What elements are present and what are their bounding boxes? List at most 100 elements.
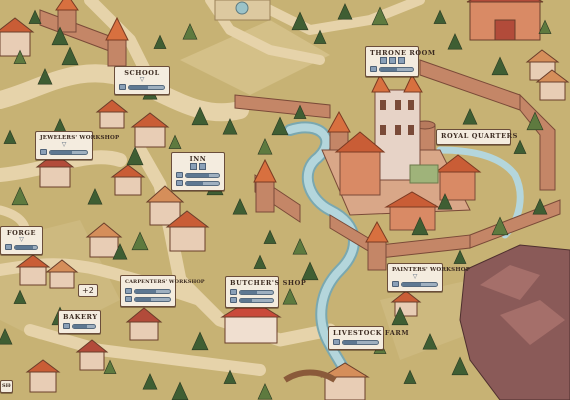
tree <box>257 383 273 400</box>
tree <box>437 193 453 210</box>
production-fill <box>15 245 33 249</box>
production-fill <box>129 85 149 89</box>
building-label-shop[interactable]: SHOP <box>0 380 13 393</box>
tree <box>223 369 237 384</box>
tree <box>13 289 27 304</box>
building-label-school[interactable]: SCHOOL ▽ <box>114 66 170 95</box>
tree <box>182 23 198 40</box>
tree <box>293 104 307 119</box>
tree <box>451 356 469 376</box>
fountain <box>214 0 271 21</box>
tree <box>422 333 438 350</box>
plus-badge[interactable]: +2 <box>78 284 98 297</box>
production-fill <box>240 298 252 302</box>
building-title: BUTCHER'S SHOP <box>230 279 307 287</box>
tree <box>538 19 552 34</box>
level-icon <box>125 288 132 294</box>
tree <box>271 116 289 136</box>
tree <box>126 146 144 166</box>
tree <box>103 359 117 374</box>
production-bar <box>185 172 220 178</box>
tree <box>3 129 17 144</box>
building-title: SCHOOL <box>124 69 160 77</box>
tree <box>491 216 509 236</box>
tree <box>87 188 103 205</box>
tree <box>462 108 478 125</box>
chevron-down-icon: ▽ <box>139 76 145 83</box>
tree <box>168 134 182 149</box>
worker-slot-icon <box>388 57 396 64</box>
production-bar <box>239 289 274 295</box>
building-title: CARPENTERS' WORKSHOP <box>125 279 205 285</box>
tree <box>51 26 69 46</box>
chevron-down-icon: ▽ <box>412 273 418 280</box>
level-icon <box>40 149 47 155</box>
building-label-bakery[interactable]: BAKERY <box>58 310 101 334</box>
building-label-butchers-shop[interactable]: BUTCHER'S SHOP <box>225 276 307 308</box>
building-title: INN <box>189 155 207 163</box>
building-label-inn[interactable]: INN <box>171 152 225 191</box>
tree <box>253 254 267 269</box>
production-bar <box>239 297 274 303</box>
tree <box>513 139 527 154</box>
production-bar <box>185 180 220 186</box>
level-icon <box>119 84 126 90</box>
level-icon <box>5 244 12 250</box>
level-icon <box>230 289 237 295</box>
tree <box>391 306 409 326</box>
production-bar <box>134 288 171 294</box>
meadow-patch <box>180 20 330 95</box>
tree <box>313 29 327 44</box>
bridge <box>283 369 337 383</box>
building-title: SHOP <box>2 383 11 389</box>
building-label-jewelers-workshop[interactable]: JEWELERS' WORKSHOP ▽ <box>35 131 119 160</box>
level-icon <box>125 296 132 302</box>
production-fill <box>50 150 73 154</box>
tree <box>28 9 42 24</box>
building-title: THRONE ROOM <box>370 49 436 57</box>
building-label-livestock-farm[interactable]: LIVESTOCK FARM <box>328 326 409 350</box>
tree <box>112 243 128 260</box>
chevron-down-icon: ▽ <box>61 141 67 148</box>
tree <box>453 249 467 264</box>
worker-slots <box>370 57 414 65</box>
production-bar <box>14 244 38 250</box>
building-label-painters-workshop[interactable]: PAINTERS' WORKSHOP ▽ <box>387 263 471 292</box>
production-fill <box>380 67 397 71</box>
production-bar <box>342 339 379 345</box>
tree <box>301 261 319 281</box>
building-title: BAKERY <box>63 313 98 321</box>
building-title: ROYAL QUARTERS <box>441 132 518 140</box>
building-label-carpenters-workshop[interactable]: CARPENTERS' WORKSHOP <box>120 275 205 307</box>
tree <box>371 6 389 26</box>
tree <box>13 49 27 64</box>
tree <box>257 138 273 155</box>
tree <box>232 198 248 215</box>
production-fill <box>135 297 151 301</box>
tree <box>222 118 238 135</box>
building-title: FORGE <box>6 229 37 237</box>
production-fill <box>186 173 210 177</box>
tree <box>263 229 277 244</box>
tree <box>526 111 544 131</box>
building-label-royal-quarters[interactable]: ROYAL QUARTERS <box>436 129 518 145</box>
production-fill <box>240 290 257 294</box>
level-icon <box>333 339 340 345</box>
production-bar <box>401 281 438 287</box>
building-label-throne-room[interactable]: THRONE ROOM <box>365 46 436 77</box>
tree <box>292 238 308 255</box>
production-bar <box>49 149 88 155</box>
production-bar <box>134 296 171 302</box>
tree <box>447 33 463 50</box>
tree <box>403 369 417 384</box>
tree <box>291 11 309 31</box>
tree <box>11 186 29 206</box>
building-title: PAINTERS' WORKSHOP <box>392 267 471 273</box>
rock-outcrop <box>459 244 570 400</box>
tree <box>532 198 548 215</box>
level-icon <box>392 281 399 287</box>
building-label-forge[interactable]: FORGE ▽ <box>0 226 43 255</box>
